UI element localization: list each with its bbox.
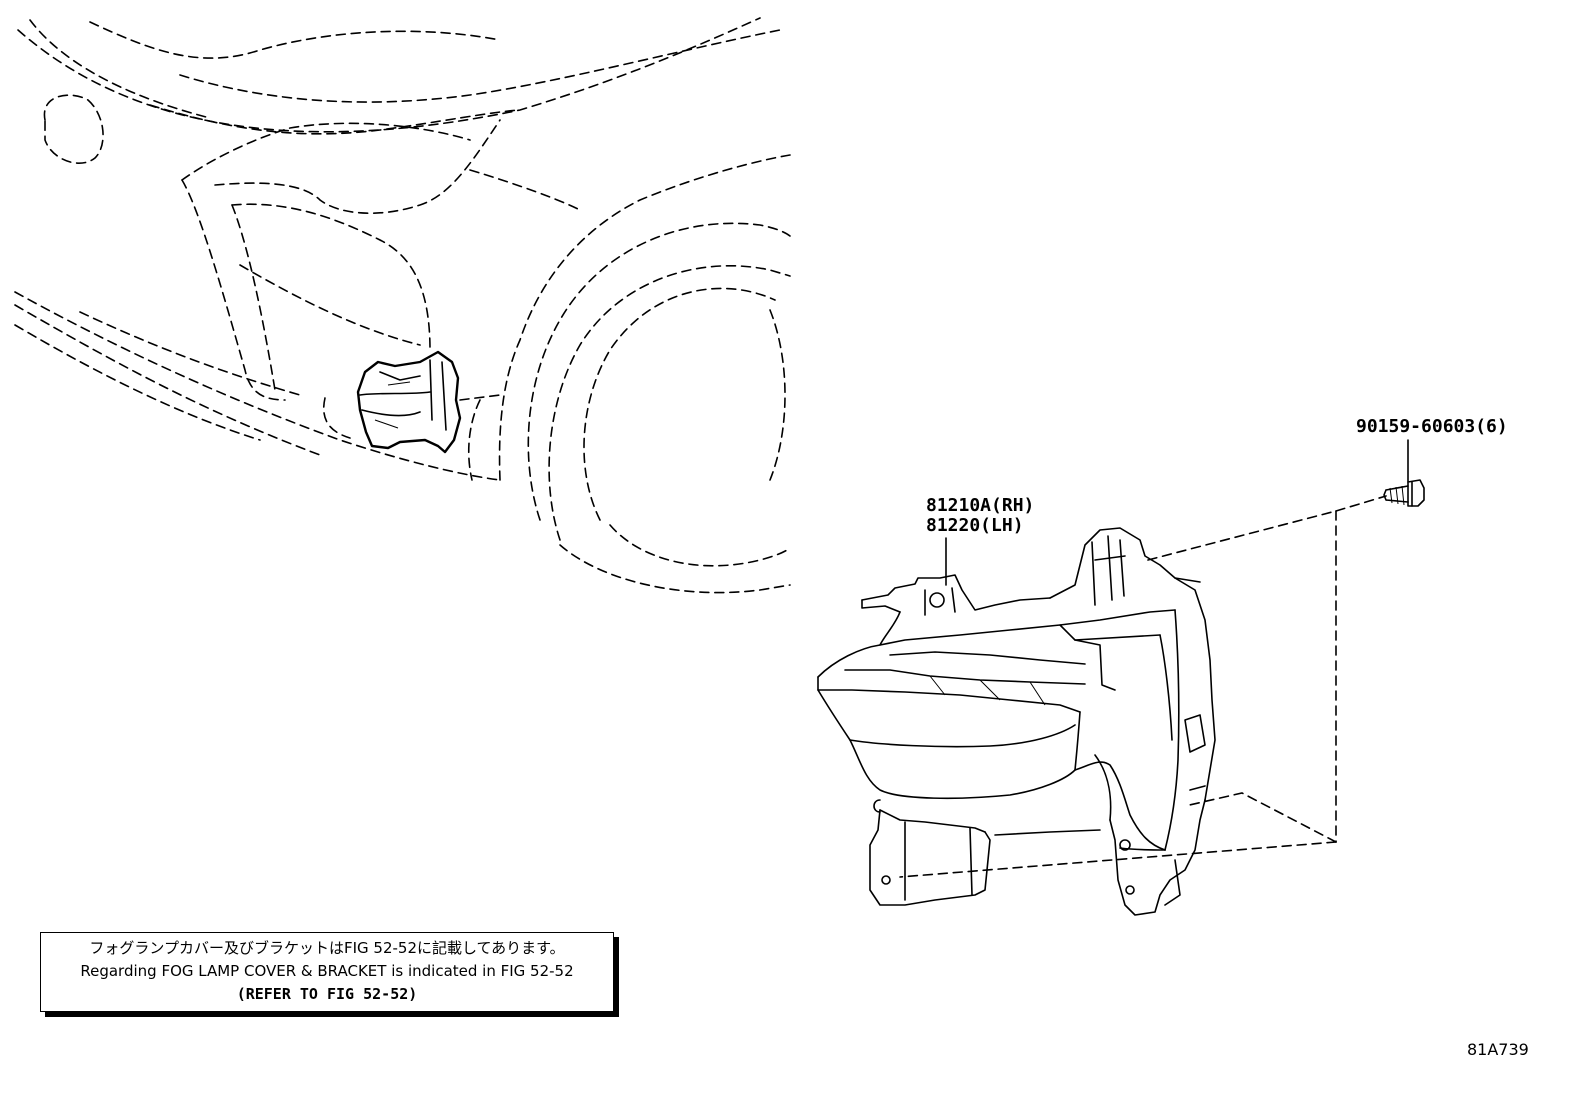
- fog-lamp-assembly: [817, 527, 1216, 916]
- note-japanese: フォグランプカバー及びブラケットはFIG 52-52に記載してあります。: [89, 939, 565, 957]
- part-label-screw: 90159-60603(6): [1356, 416, 1508, 437]
- note-refer: (REFER TO FIG 52-52): [236, 985, 418, 1003]
- vehicle-outline: [14, 17, 791, 594]
- reference-note: フォグランプカバー及びブラケットはFIG 52-52に記載してあります。 Reg…: [40, 932, 614, 1012]
- part-label-lamp-lh: 81220(LH): [926, 515, 1024, 536]
- note-english: Regarding FOG LAMP COVER & BRACKET is in…: [80, 962, 574, 980]
- figure-id: 81A739: [1467, 1040, 1529, 1059]
- screw: [1383, 479, 1425, 507]
- leader-lines: [899, 439, 1409, 878]
- fog-lamp-location: [356, 350, 462, 454]
- part-label-lamp-rh: 81210A(RH): [926, 495, 1035, 516]
